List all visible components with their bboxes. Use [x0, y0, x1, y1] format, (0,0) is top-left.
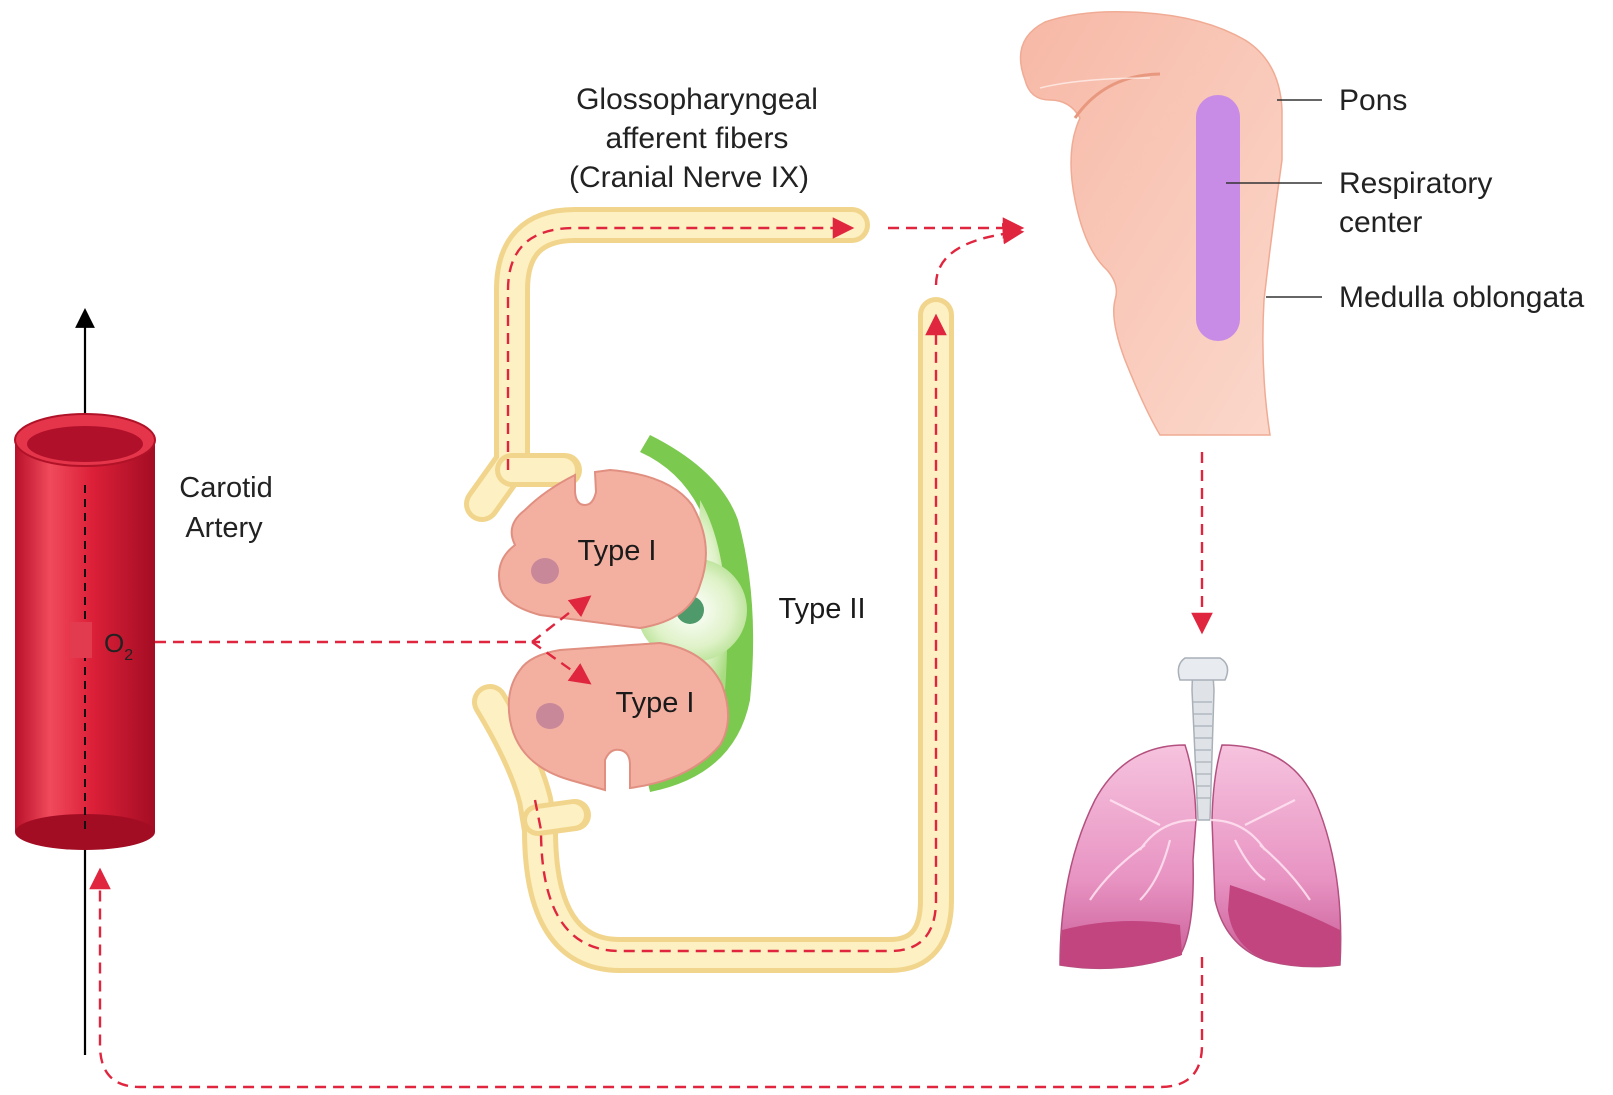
respiratory-label-line1: Respiratory — [1339, 167, 1492, 200]
pons-label: Pons — [1339, 84, 1407, 117]
lungs-to-artery-feedback-arrow — [100, 872, 1202, 1087]
carotid-label-line1: Carotid — [179, 472, 273, 504]
nerve-label-line3: (Cranial Nerve IX) — [569, 161, 809, 194]
type-i-lower-label: Type I — [616, 687, 695, 719]
respiratory-label-line2: center — [1339, 206, 1422, 239]
lungs — [1060, 658, 1341, 968]
type-i-upper-label: Type I — [578, 535, 657, 567]
glossopharyngeal-nerve-fiber-upper — [480, 225, 855, 522]
carotid-label-line2: Artery — [185, 512, 263, 544]
nerve-to-brainstem-arrow-lower — [936, 232, 1020, 285]
brainstem — [1021, 12, 1283, 435]
medulla-label: Medulla oblongata — [1339, 281, 1585, 314]
respiratory-center — [1196, 95, 1240, 341]
carotid-artery — [15, 312, 155, 1055]
type-ii-label: Type II — [778, 593, 865, 625]
nerve-label-line1: Glossopharyngeal — [576, 83, 818, 116]
nerve-label-line2: afferent fibers — [606, 122, 789, 155]
upper-fiber-signal-arrow — [508, 228, 850, 470]
